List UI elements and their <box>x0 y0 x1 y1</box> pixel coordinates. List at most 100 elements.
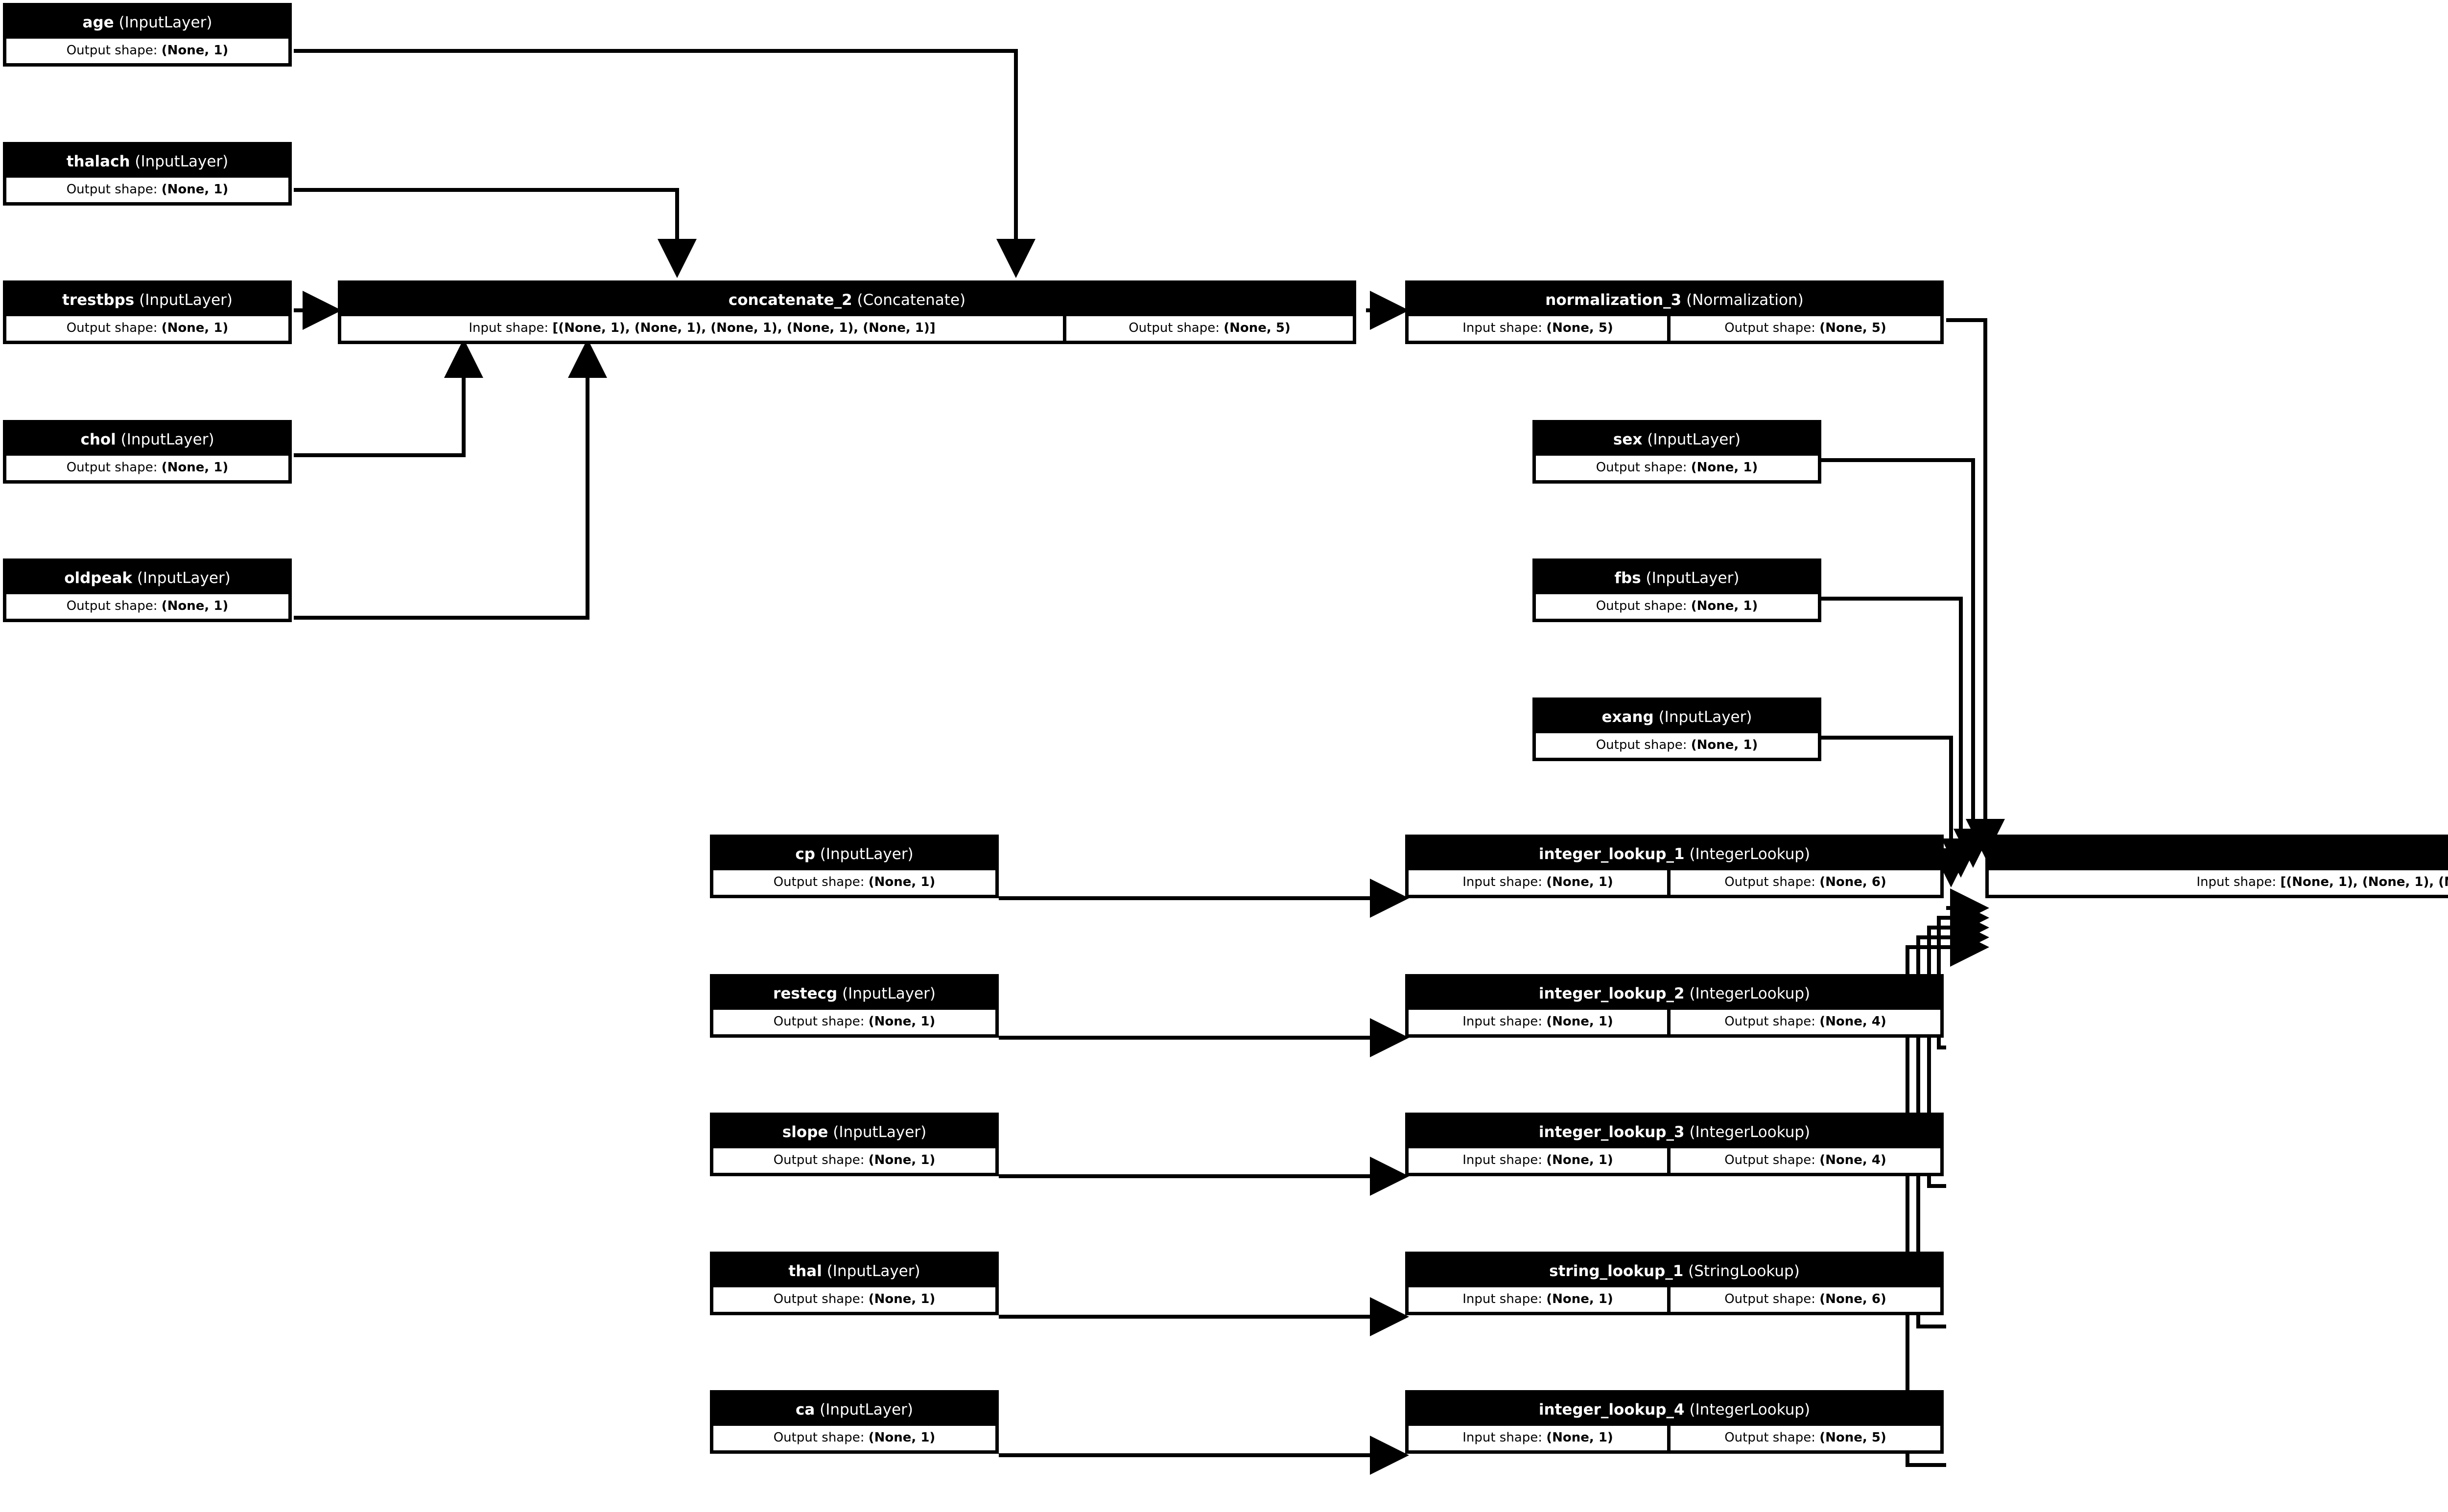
node-restecg[interactable]: restecg (InputLayer) Output shape: (None… <box>710 974 999 1038</box>
output-shape-value: (None, 1) <box>1691 599 1758 614</box>
node-integer-lookup-4-type: (IntegerLookup) <box>1689 1400 1811 1419</box>
node-cp-output-shape: Output shape: (None, 1) <box>713 870 995 895</box>
node-trestbps[interactable]: trestbps (InputLayer) Output shape: (Non… <box>3 280 292 344</box>
node-fbs-title: fbs (InputLayer) <box>1536 562 1818 594</box>
node-normalization-3-type: (Normalization) <box>1686 291 1804 309</box>
node-ca-name: ca <box>795 1400 815 1419</box>
input-shape-value: (None, 1) <box>1546 1014 1613 1029</box>
output-shape-value: (None, 6) <box>1819 1292 1886 1307</box>
node-integer-lookup-2-name: integer_lookup_2 <box>1538 984 1685 1002</box>
output-shape-label: Output shape: <box>1724 1014 1815 1029</box>
output-shape-label: Output shape: <box>66 321 158 336</box>
node-sex-output-shape: Output shape: (None, 1) <box>1536 456 1818 480</box>
node-slope-body: Output shape: (None, 1) <box>713 1148 995 1173</box>
output-shape-value: (None, 1) <box>1691 460 1758 475</box>
node-normalization-3[interactable]: normalization_3 (Normalization) Input sh… <box>1405 280 1944 344</box>
output-shape-value: (None, 6) <box>1819 875 1886 890</box>
node-ca[interactable]: ca (InputLayer) Output shape: (None, 1) <box>710 1390 999 1454</box>
node-string-lookup-1-input-shape: Input shape: (None, 1) <box>1409 1287 1668 1312</box>
node-integer-lookup-3[interactable]: integer_lookup_3 (IntegerLookup) Input s… <box>1405 1113 1944 1176</box>
node-integer-lookup-2-title: integer_lookup_2 (IntegerLookup) <box>1409 977 1940 1010</box>
output-shape-label: Output shape: <box>773 1153 865 1168</box>
node-trestbps-output-shape: Output shape: (None, 1) <box>6 316 288 341</box>
output-shape-label: Output shape: <box>1724 321 1815 336</box>
input-shape-label: Input shape: <box>469 321 549 336</box>
output-shape-label: Output shape: <box>773 875 865 890</box>
node-integer-lookup-4-name: integer_lookup_4 <box>1538 1400 1685 1419</box>
node-cp[interactable]: cp (InputLayer) Output shape: (None, 1) <box>710 835 999 898</box>
node-concatenate-2[interactable]: concatenate_2 (Concatenate) Input shape:… <box>338 280 1356 344</box>
edge-thalach-to-concatenate2 <box>294 188 697 278</box>
edge-chol-to-concatenate2 <box>294 339 483 457</box>
output-shape-label: Output shape: <box>1724 1153 1815 1168</box>
node-age-type: (InputLayer) <box>118 13 212 31</box>
input-shape-label: Input shape: <box>1462 875 1542 890</box>
node-restecg-type: (InputLayer) <box>842 984 936 1002</box>
node-sex[interactable]: sex (InputLayer) Output shape: (None, 1) <box>1532 420 1821 484</box>
output-shape-label: Output shape: <box>773 1430 865 1445</box>
input-shape-label: Input shape: <box>1462 1014 1542 1029</box>
node-oldpeak-output-shape: Output shape: (None, 1) <box>6 594 288 619</box>
node-integer-lookup-3-title: integer_lookup_3 (IntegerLookup) <box>1409 1116 1940 1148</box>
edge-normalization3-to-concatenate3 <box>1946 318 2005 858</box>
output-shape-value: (None, 1) <box>868 1430 936 1445</box>
node-cp-name: cp <box>795 845 815 863</box>
node-integer-lookup-1-title: integer_lookup_1 (IntegerLookup) <box>1409 838 1940 870</box>
node-concatenate-2-body: Input shape: [(None, 1), (None, 1), (Non… <box>341 316 1353 341</box>
node-chol[interactable]: chol (InputLayer) Output shape: (None, 1… <box>3 420 292 484</box>
node-exang-output-shape: Output shape: (None, 1) <box>1536 733 1818 758</box>
node-cp-body: Output shape: (None, 1) <box>713 870 995 895</box>
node-slope-output-shape: Output shape: (None, 1) <box>713 1148 995 1173</box>
node-exang-name: exang <box>1601 708 1654 726</box>
node-restecg-output-shape: Output shape: (None, 1) <box>713 1010 995 1034</box>
node-thalach-output-shape: Output shape: (None, 1) <box>6 178 288 202</box>
node-integer-lookup-3-input-shape: Input shape: (None, 1) <box>1409 1148 1668 1173</box>
output-shape-label: Output shape: <box>1596 599 1687 614</box>
node-cp-title: cp (InputLayer) <box>713 838 995 870</box>
output-shape-label: Output shape: <box>773 1292 865 1307</box>
node-string-lookup-1-output-shape: Output shape: (None, 6) <box>1671 1287 1941 1312</box>
input-shape-value: (None, 1) <box>1546 1292 1613 1307</box>
input-shape-label: Input shape: <box>2196 875 2277 890</box>
node-exang[interactable]: exang (InputLayer) Output shape: (None, … <box>1532 698 1821 761</box>
node-integer-lookup-2-output-shape: Output shape: (None, 4) <box>1671 1010 1941 1034</box>
node-integer-lookup-4[interactable]: integer_lookup_4 (IntegerLookup) Input s… <box>1405 1390 1944 1454</box>
node-thal[interactable]: thal (InputLayer) Output shape: (None, 1… <box>710 1252 999 1315</box>
node-integer-lookup-3-body: Input shape: (None, 1) Output shape: (No… <box>1409 1148 1941 1173</box>
node-concatenate-2-input-shape: Input shape: [(None, 1), (None, 1), (Non… <box>341 316 1063 341</box>
node-fbs[interactable]: fbs (InputLayer) Output shape: (None, 1) <box>1532 558 1821 622</box>
node-thalach[interactable]: thalach (InputLayer) Output shape: (None… <box>3 142 292 206</box>
node-age[interactable]: age (InputLayer) Output shape: (None, 1) <box>3 3 292 67</box>
output-shape-value: (None, 1) <box>868 1153 936 1168</box>
node-string-lookup-1-body: Input shape: (None, 1) Output shape: (No… <box>1409 1287 1941 1312</box>
input-shape-value: [(None, 1), (None, 1), (None, 1), (None,… <box>2280 875 2448 890</box>
node-integer-lookup-1-type: (IntegerLookup) <box>1689 845 1811 863</box>
node-normalization-3-title: normalization_3 (Normalization) <box>1409 284 1940 316</box>
node-thalach-body: Output shape: (None, 1) <box>6 178 288 202</box>
node-ca-title: ca (InputLayer) <box>713 1394 995 1426</box>
node-slope-type: (InputLayer) <box>833 1123 927 1141</box>
output-shape-label: Output shape: <box>773 1014 865 1029</box>
node-slope[interactable]: slope (InputLayer) Output shape: (None, … <box>710 1113 999 1176</box>
output-shape-value: (None, 5) <box>1224 321 1291 336</box>
node-string-lookup-1[interactable]: string_lookup_1 (StringLookup) Input sha… <box>1405 1252 1944 1315</box>
node-concatenate-2-output-shape: Output shape: (None, 5) <box>1066 316 1353 341</box>
node-concatenate-3[interactable]: concatenate_3 (Concatenate) Input shape:… <box>1985 835 2448 898</box>
output-shape-value: (None, 1) <box>161 321 229 336</box>
node-slope-name: slope <box>782 1123 828 1141</box>
node-oldpeak[interactable]: oldpeak (InputLayer) Output shape: (None… <box>3 558 292 622</box>
node-restecg-title: restecg (InputLayer) <box>713 977 995 1010</box>
node-integer-lookup-1[interactable]: integer_lookup_1 (IntegerLookup) Input s… <box>1405 835 1944 898</box>
node-age-name: age <box>82 13 114 31</box>
node-integer-lookup-2[interactable]: integer_lookup_2 (IntegerLookup) Input s… <box>1405 974 1944 1038</box>
output-shape-value: (None, 1) <box>161 599 229 614</box>
node-age-title: age (InputLayer) <box>6 6 288 39</box>
node-string-lookup-1-name: string_lookup_1 <box>1549 1262 1684 1280</box>
node-sex-body: Output shape: (None, 1) <box>1536 456 1818 480</box>
output-shape-value: (None, 1) <box>161 460 229 475</box>
output-shape-label: Output shape: <box>1596 738 1687 753</box>
node-thal-type: (InputLayer) <box>826 1262 920 1280</box>
output-shape-label: Output shape: <box>66 599 158 614</box>
node-integer-lookup-2-type: (IntegerLookup) <box>1689 984 1811 1002</box>
